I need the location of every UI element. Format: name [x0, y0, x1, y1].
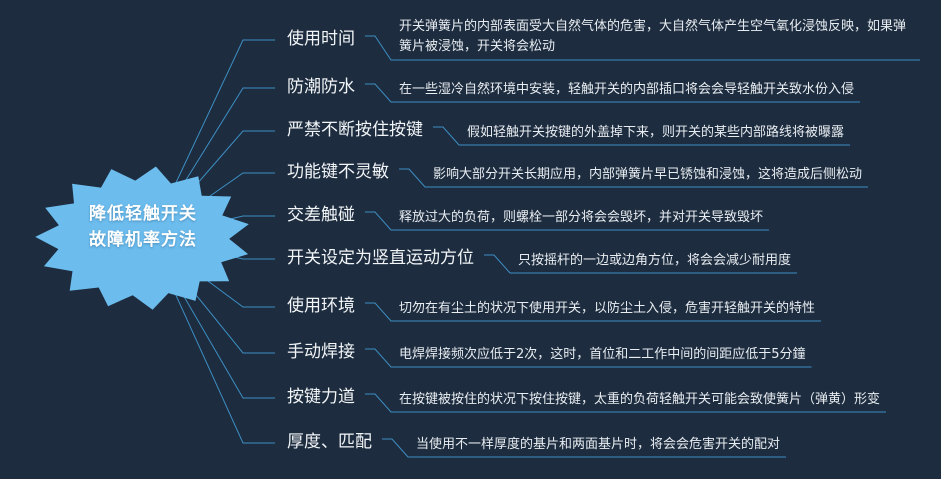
branch-label: 功能键不灵敏 — [287, 162, 389, 182]
branch-label: 交差触碰 — [287, 205, 355, 225]
center-topic-line1: 降低轻触开关 — [89, 204, 197, 224]
center-topic-node[interactable]: 降低轻触开关 故障机率方法 — [32, 163, 254, 313]
branch-description: 假如轻触开关按键的外盖掉下来，则开关的某些内部路线将被曝露 — [467, 125, 845, 140]
starburst-shape — [35, 166, 249, 310]
branch-label: 使用时间 — [287, 29, 355, 49]
branch-description: 影响大部分开关长期应用，内部弹簧片早已锈蚀和浸蚀，这将造成后侧松动 — [433, 167, 863, 182]
center-topic-line2: 故障机率方法 — [89, 230, 197, 250]
branch-description: 开关弹簧片的内部表面受大自然气体的危害，大自然气体产生空气氧化浸蚀反映，如果弹簧… — [399, 19, 907, 54]
branch-description: 切勿在有尘土的状况下使用开关，以防尘土入侵，危害开轻触开关的特性 — [399, 301, 816, 316]
branch-label: 按键力道 — [287, 387, 355, 407]
branch-label: 严禁不断按住按键 — [287, 120, 423, 140]
branch-label: 使用环境 — [287, 296, 355, 316]
branch-description: 在一些湿冷自然环境中安装，轻触开关的内部插口将会会导轻触开关致水份入侵 — [399, 82, 855, 97]
branch-description: 当使用不一样厚度的基片和两面基片时，将会会危害开关的配对 — [416, 437, 781, 452]
branch-label: 防潮防水 — [287, 77, 355, 97]
branch-label: 开关设定为竖直运动方位 — [287, 248, 474, 268]
branch-label: 手动焊接 — [287, 342, 355, 362]
branch-label: 厚度、匹配 — [287, 432, 372, 452]
branch-description: 只按摇杆的一边或边角方位，将会会减少耐用度 — [518, 253, 792, 268]
center-topic-label: 降低轻触开关 故障机率方法 — [32, 201, 254, 253]
branch-description: 电焊焊接频次应低于2次，这时，首位和二工作中间的间距应低于5分鐘 — [399, 347, 806, 362]
branch-description: 在按键被按住的状况下按住按键，太重的负荷轻触开关可能会致使簧片（弹黄）形变 — [399, 392, 881, 407]
branch-description: 释放过大的负荷，则螺栓一部分将会会毁坏，并对开关导致毁坏 — [399, 210, 764, 225]
